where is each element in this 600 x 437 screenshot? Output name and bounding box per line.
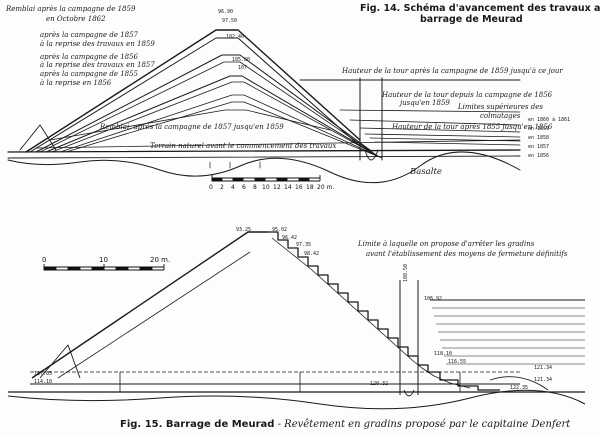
scale14-6: 6	[242, 184, 246, 191]
scale14-20: 20 m.	[317, 184, 335, 191]
colmatage-1856: en 1856	[528, 153, 550, 159]
scale15-0: 0	[42, 256, 47, 264]
scale14-14: 14	[284, 184, 292, 191]
fig15-section-drawing	[7, 231, 586, 410]
note-basalte: Basalte	[410, 167, 442, 177]
elev-96-90: 96.90	[218, 9, 234, 15]
legend-item-3: après la campagne de 1857	[40, 31, 139, 39]
colmatage-1858: en 1858	[528, 135, 550, 141]
fig14-title-line2: barrage de Meurad	[420, 14, 523, 25]
colmatage-1860: en 1860 à 1861	[528, 117, 571, 123]
scale15-20: 20 m.	[150, 256, 171, 264]
fig14-title: Fig. 14. Schéma d'avancement des travaux…	[360, 3, 600, 14]
note-tower-1856: Hauteur de la tour depuis la campagne de…	[382, 91, 553, 99]
elev-108-50: 108.50	[403, 263, 409, 282]
scale14-18: 18	[306, 184, 314, 191]
elev-120-32: 120.32	[370, 381, 389, 387]
legend-item-7: après la campagne de 1855	[40, 70, 139, 78]
colmatage-1857: en 1857	[528, 144, 550, 150]
elev-121-34-a: 121.34	[534, 365, 553, 371]
note-terrain-naturel: Terrain naturel avant le commencement de…	[150, 142, 337, 150]
elev-98-42: 98.42	[304, 251, 320, 257]
elev-107: 107	[238, 65, 248, 71]
fig15-caption: Fig. 15. Barrage de Meurad - Revêtement …	[120, 420, 570, 430]
elev-121-34-b: 121.34	[534, 377, 553, 383]
scale14-16: 16	[295, 184, 303, 191]
scale14-8: 8	[253, 184, 257, 191]
legend-item-6: à la reprise des travaux en 1857	[40, 61, 155, 69]
fig15-caption-title: Fig. 15. Barrage de Meurad	[120, 419, 275, 430]
elev-93-25: 93.25	[236, 227, 252, 233]
elev-95-02: 95.02	[272, 227, 288, 233]
note-remblai-1857: Remblai, après la campagne de 1857 jusqu…	[100, 123, 284, 131]
scale14-0: 0	[209, 184, 213, 191]
fig15-note-limit: Limite à laquelle on propose d'arrêter l…	[358, 240, 535, 248]
note-tower-1856-b: jusqu'en 1859	[400, 99, 450, 107]
elev-106-92: 106.92	[424, 296, 443, 302]
scale14-10: 10	[262, 184, 270, 191]
note-colmatages: colmatages	[480, 112, 521, 120]
elev-105-80: 105.80	[232, 57, 251, 63]
fig15-note-limit-2: avant l'établissement des moyens de ferm…	[366, 250, 568, 258]
elev-122-35: 122.35	[510, 385, 529, 391]
elev-96-42: 96.42	[282, 235, 298, 241]
fig15-caption-description: - Revêtement en gradins proposé par le c…	[274, 419, 571, 430]
elev-116-55: 116.55	[448, 359, 467, 365]
elev-117-85: 117.85	[34, 371, 53, 377]
colmatage-1859: en 1859	[528, 126, 550, 132]
legend-item-1: Remblai après la campagne de 1859	[6, 5, 136, 13]
elev-102-40: 102.40	[226, 34, 245, 40]
legend-item-2: en Octobre 1862	[46, 15, 106, 23]
legend-item-4: à la reprise des travaux en 1859	[40, 40, 155, 48]
note-tower-1855: Hauteur de la tour après 1855 jusqu'en 1…	[392, 123, 553, 131]
note-colmatages-limits: Limites supérieures des	[458, 103, 544, 111]
elev-97-35: 97.35	[296, 242, 312, 248]
legend-item-5: après la campagne de 1856	[40, 53, 139, 61]
elev-97-50: 97.50	[222, 18, 238, 24]
elev-114-10: 114.10	[34, 379, 53, 385]
scale15-10: 10	[99, 256, 108, 264]
note-tower-1859: Hauteur de la tour après la campagne de …	[342, 67, 563, 75]
scale14-12: 12	[273, 184, 281, 191]
scale14-4: 4	[231, 184, 235, 191]
scale14-2: 2	[220, 184, 224, 191]
legend-item-8: à la reprise en 1856	[40, 79, 112, 87]
elev-118-10: 118.10	[434, 351, 453, 357]
